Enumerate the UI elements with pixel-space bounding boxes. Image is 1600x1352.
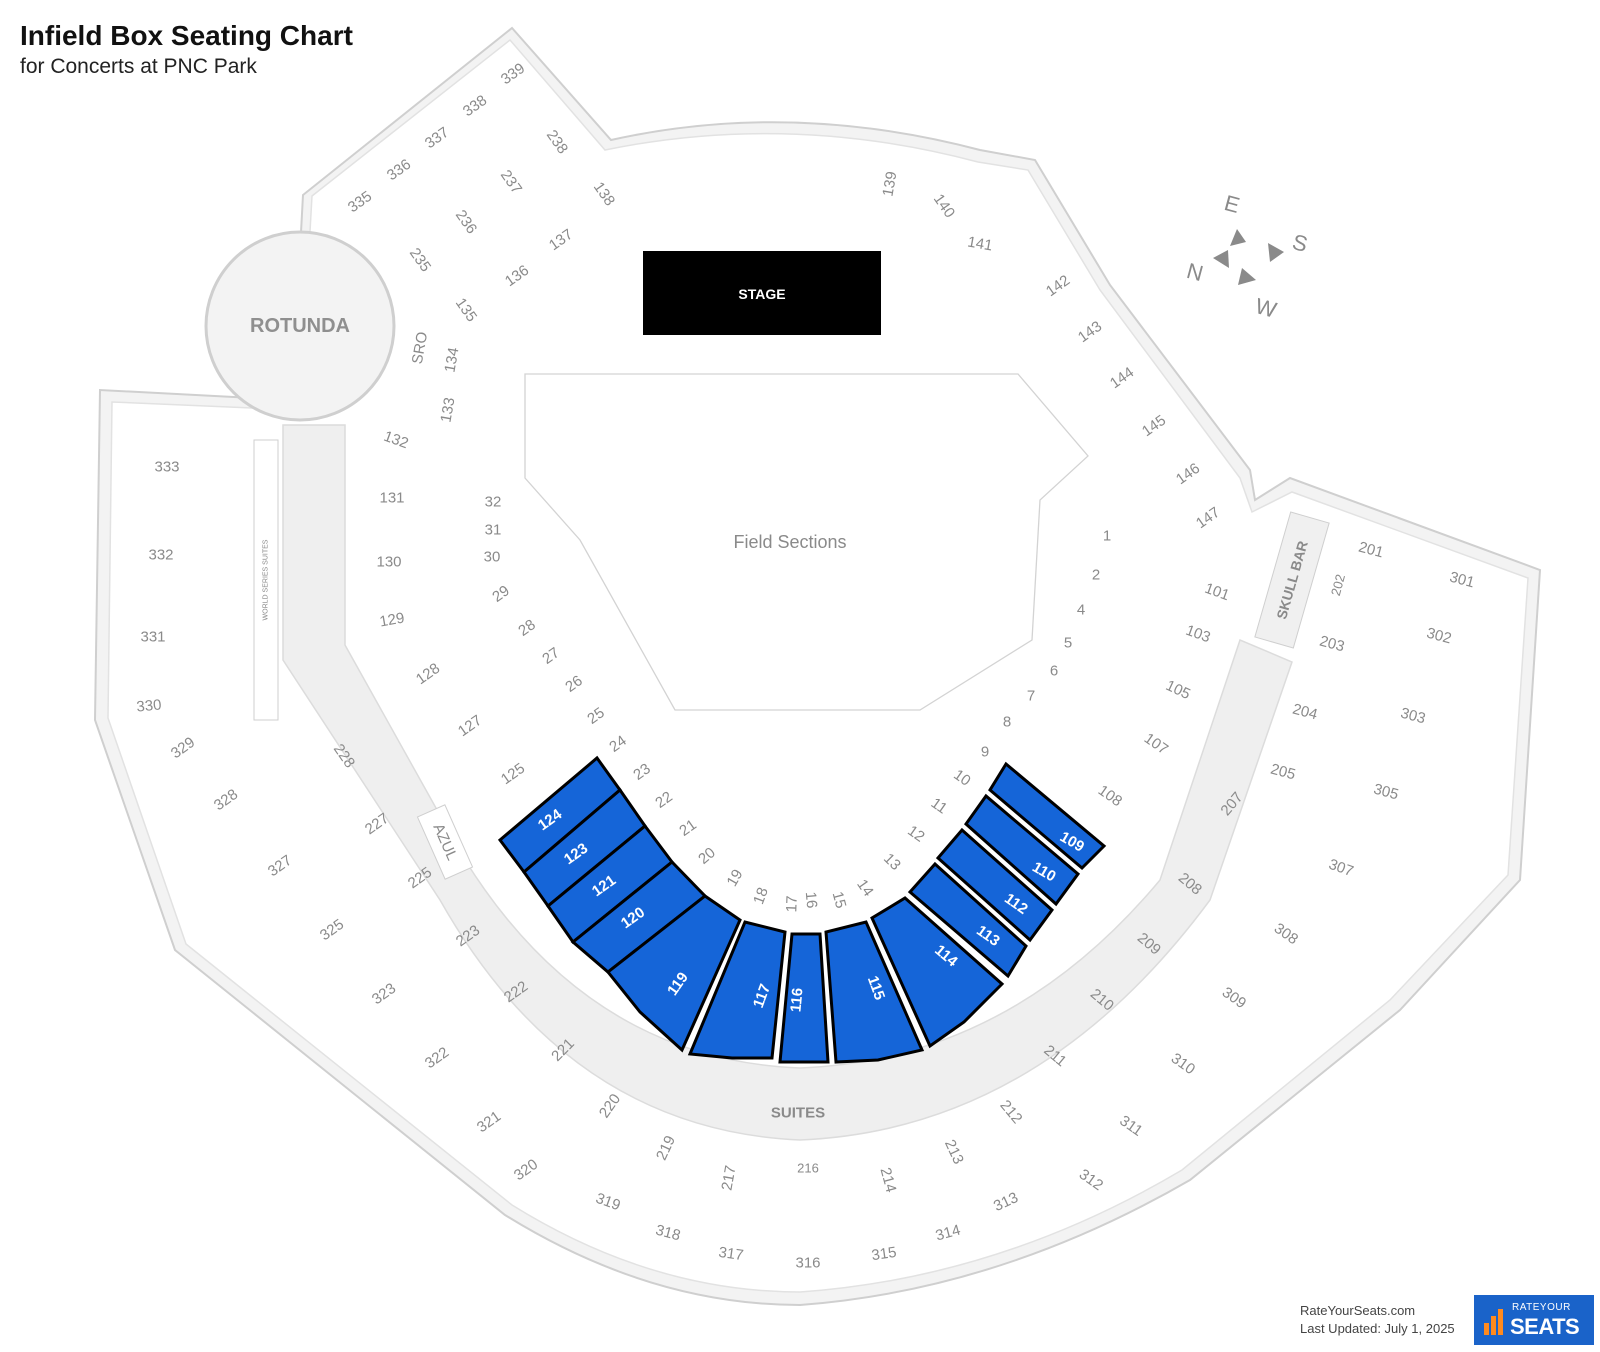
section-314[interactable]: 314 <box>934 1222 963 1245</box>
section-129[interactable]: 129 <box>378 609 406 630</box>
section-216[interactable]: 216 <box>797 1161 819 1176</box>
section-217[interactable]: 217 <box>718 1164 739 1192</box>
section-117-shape[interactable] <box>687 920 787 1060</box>
infield-box-sections <box>497 755 1107 1064</box>
section-17[interactable]: 17 <box>783 895 801 912</box>
suites-concourse <box>282 424 1293 1141</box>
section-134[interactable]: 134 <box>441 346 462 374</box>
section-2[interactable]: 2 <box>1092 567 1100 584</box>
section-133[interactable]: 133 <box>437 396 458 424</box>
section-21[interactable]: 21 <box>676 816 699 839</box>
section-23[interactable]: 23 <box>630 760 653 783</box>
section-116-shape[interactable] <box>778 932 830 1064</box>
rateyourseats-logo[interactable]: RATEYOUR SEATS <box>1474 1295 1594 1345</box>
section-5[interactable]: 5 <box>1064 635 1072 652</box>
section-24[interactable]: 24 <box>606 732 629 755</box>
section-16[interactable]: 16 <box>802 891 820 909</box>
section-22[interactable]: 22 <box>652 788 675 811</box>
section-14[interactable]: 14 <box>853 876 876 899</box>
section-8[interactable]: 8 <box>1003 714 1011 731</box>
section-28[interactable]: 28 <box>515 616 538 639</box>
chart-title: Infield Box Seating Chart <box>20 20 353 51</box>
compass-n: N <box>1184 258 1206 286</box>
section-116[interactable]: 116 <box>787 987 806 1013</box>
section-333[interactable]: 333 <box>154 459 179 476</box>
section-6[interactable]: 6 <box>1050 663 1058 680</box>
section-301[interactable]: 301 <box>1448 569 1477 592</box>
section-115-shape[interactable] <box>824 920 925 1064</box>
section-202[interactable]: 202 <box>1328 573 1348 598</box>
compass-w: W <box>1253 293 1280 323</box>
section-19[interactable]: 19 <box>723 867 746 890</box>
section-30[interactable]: 30 <box>484 549 501 566</box>
section-330[interactable]: 330 <box>136 696 162 715</box>
section-331[interactable]: 331 <box>140 629 165 646</box>
section-26[interactable]: 26 <box>562 672 585 695</box>
section-303[interactable]: 303 <box>1399 705 1428 728</box>
stage <box>643 251 881 335</box>
compass-s: S <box>1290 229 1311 257</box>
credit-site[interactable]: RateYourSeats.com <box>1300 1303 1416 1318</box>
field-sections <box>524 373 1089 711</box>
section-315[interactable]: 315 <box>870 1244 897 1264</box>
section-204[interactable]: 204 <box>1291 701 1320 724</box>
section-7[interactable]: 7 <box>1027 688 1035 705</box>
section-18[interactable]: 18 <box>750 885 772 906</box>
section-32[interactable]: 32 <box>485 494 502 511</box>
sro-label: SRO <box>409 331 431 366</box>
skull-bar: SKULL BAR <box>1254 511 1330 649</box>
section-316[interactable]: 316 <box>795 1255 820 1272</box>
section-203[interactable]: 203 <box>1318 633 1347 656</box>
section-318[interactable]: 318 <box>654 1222 683 1245</box>
section-15[interactable]: 15 <box>829 890 850 911</box>
section-205[interactable]: 205 <box>1269 761 1298 784</box>
section-141[interactable]: 141 <box>966 233 994 254</box>
section-305[interactable]: 305 <box>1372 781 1401 804</box>
section-302[interactable]: 302 <box>1425 625 1454 648</box>
logo-text-small: RATEYOUR <box>1512 1302 1571 1313</box>
chart-subtitle: for Concerts at PNC Park <box>20 55 257 78</box>
section-214[interactable]: 214 <box>877 1166 900 1195</box>
compass-arrow-s <box>1268 243 1284 262</box>
section-113-shape[interactable] <box>907 861 1028 979</box>
section-1[interactable]: 1 <box>1103 528 1111 545</box>
rotunda <box>204 230 396 422</box>
section-110-shape[interactable] <box>963 793 1081 907</box>
section-25[interactable]: 25 <box>584 704 607 727</box>
compass-arrow-e <box>1230 229 1246 246</box>
rotunda-label: ROTUNDA <box>250 315 350 337</box>
logo-bars-icon <box>1484 1309 1506 1335</box>
section-9[interactable]: 9 <box>981 744 989 761</box>
credit-updated: Last Updated: July 1, 2025 <box>1300 1321 1455 1336</box>
sro-area: SRO <box>409 331 431 366</box>
compass-e: E <box>1222 190 1243 218</box>
suites-label: SUITES <box>771 1105 825 1122</box>
azul-area: AZUL <box>416 804 474 880</box>
section-29[interactable]: 29 <box>489 582 512 605</box>
section-4[interactable]: 4 <box>1077 602 1085 619</box>
stage-label: STAGE <box>738 286 785 302</box>
section-332[interactable]: 332 <box>148 547 173 564</box>
section-27[interactable]: 27 <box>539 644 562 667</box>
section-31[interactable]: 31 <box>485 522 502 539</box>
section-114-shape[interactable] <box>870 896 1005 1049</box>
section-139[interactable]: 139 <box>879 170 900 198</box>
section-12[interactable]: 12 <box>904 822 927 845</box>
section-317[interactable]: 317 <box>717 1244 744 1264</box>
compass-arrow-n <box>1213 250 1229 268</box>
world-series-suites: WORLD SERIES SUITES <box>253 439 279 721</box>
compass: E S W N <box>1184 190 1310 323</box>
section-201[interactable]: 201 <box>1357 539 1386 562</box>
logo-text-big: SEATS <box>1510 1314 1580 1339</box>
section-130[interactable]: 130 <box>376 554 401 571</box>
compass-arrow-w <box>1238 268 1256 285</box>
world-series-suites-label: WORLD SERIES SUITES <box>263 539 270 620</box>
field-label: Field Sections <box>733 532 846 552</box>
section-131[interactable]: 131 <box>379 490 404 507</box>
section-119-shape[interactable] <box>605 894 742 1053</box>
section-10[interactable]: 10 <box>950 766 973 789</box>
section-109-shape[interactable] <box>988 761 1107 871</box>
section-112-shape[interactable] <box>935 827 1055 943</box>
